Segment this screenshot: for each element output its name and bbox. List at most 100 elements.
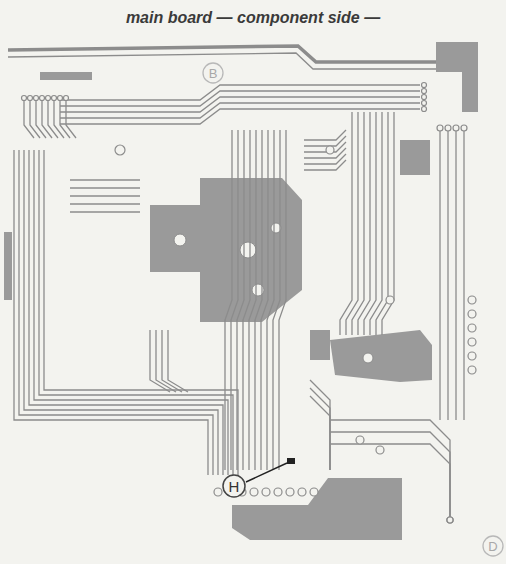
hole [240, 242, 256, 258]
pad [386, 296, 394, 304]
trace [463, 130, 464, 420]
pad [422, 83, 427, 88]
pad [326, 146, 334, 154]
pad [46, 96, 51, 101]
trace [8, 53, 436, 69]
trace [310, 380, 330, 470]
pad [468, 352, 476, 360]
trace [304, 148, 346, 158]
trace [304, 130, 346, 140]
trace [60, 109, 420, 124]
hole [363, 353, 373, 363]
pad [214, 488, 222, 496]
diagram-title: main board — component side — [126, 10, 380, 26]
trace [29, 150, 223, 475]
trace [24, 150, 218, 475]
copper-area [40, 72, 92, 80]
trace [60, 91, 420, 106]
copper-area [232, 478, 402, 540]
trace [330, 432, 450, 520]
copper-area [400, 140, 430, 175]
pad [468, 310, 476, 318]
pad [376, 446, 384, 454]
trace [358, 112, 370, 335]
pad [447, 517, 453, 523]
trace [447, 130, 448, 420]
trace [70, 179, 140, 180]
trace [439, 130, 440, 420]
trace [310, 396, 330, 470]
pad [422, 95, 427, 100]
pad [310, 488, 318, 496]
pads [22, 83, 477, 524]
copper-area [4, 232, 12, 300]
trace [304, 154, 346, 164]
copper-area [436, 42, 478, 112]
trace [34, 150, 228, 475]
trace [370, 112, 382, 335]
pad [286, 488, 294, 496]
trace [364, 112, 376, 335]
trace [310, 388, 330, 470]
trace [36, 100, 46, 138]
pad [422, 89, 427, 94]
trace [44, 150, 238, 475]
pad [64, 96, 69, 101]
pad [453, 125, 459, 131]
pad [461, 125, 467, 131]
component-mark [287, 458, 295, 464]
pad [445, 125, 451, 131]
trace [330, 420, 450, 520]
trace [60, 85, 420, 100]
pad [274, 488, 282, 496]
pad [356, 436, 364, 444]
trace [48, 100, 58, 138]
pad [262, 488, 270, 496]
pad [422, 107, 427, 112]
trace [70, 187, 140, 188]
pad [437, 125, 443, 131]
pad [447, 517, 453, 523]
trace [455, 130, 456, 420]
callout-circle [483, 536, 503, 556]
pad [468, 366, 476, 374]
trace [330, 444, 450, 520]
copper-area [330, 330, 432, 382]
pad [40, 96, 45, 101]
callout-circle [203, 63, 223, 83]
trace [39, 150, 233, 475]
trace [60, 103, 420, 118]
trace [60, 97, 420, 112]
callout-circle [223, 475, 245, 497]
pad [468, 338, 476, 346]
pad [58, 96, 63, 101]
callout-letter: D [488, 540, 497, 553]
leader-line [246, 463, 287, 482]
copper-areas [4, 42, 478, 540]
trace [70, 195, 140, 196]
pad [52, 96, 57, 101]
trace [42, 100, 52, 138]
pad [468, 296, 476, 304]
trace [304, 136, 346, 146]
trace [382, 112, 394, 335]
pad [115, 145, 125, 155]
trace [346, 112, 358, 335]
trace [70, 211, 140, 212]
traces [8, 46, 464, 520]
callout-letter: B [209, 67, 218, 80]
pad [447, 517, 453, 523]
pad [422, 101, 427, 106]
trace [14, 150, 208, 475]
pad [28, 96, 33, 101]
trace [304, 142, 346, 152]
hole [174, 234, 186, 246]
callouts [203, 63, 503, 556]
trace [304, 160, 346, 170]
pad [250, 488, 258, 496]
pad [298, 488, 306, 496]
trace [70, 203, 140, 204]
trace [19, 150, 213, 475]
copper-area [310, 330, 330, 360]
